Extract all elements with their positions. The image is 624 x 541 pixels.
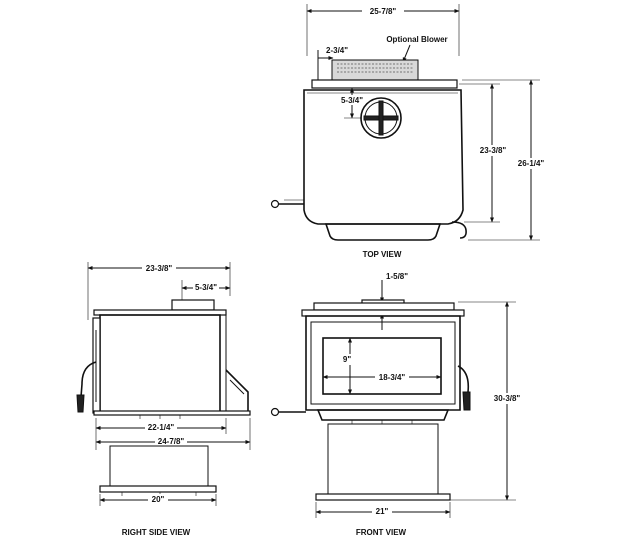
top-back-flange <box>311 79 458 89</box>
side-pedestal-base <box>99 485 217 493</box>
blower-offset-label: 2-3/4" <box>326 46 348 55</box>
front-ash-lip <box>316 409 450 421</box>
top-view: 25-7/8" Optional Blower 2-3/4" 5-3/4" <box>270 4 547 259</box>
side-flue-collar <box>171 299 215 311</box>
top-body-depth-label: 23-3/8" <box>480 146 507 155</box>
front-pedestal-base <box>315 493 451 501</box>
top-stove-body <box>303 89 464 225</box>
front-glass-height-label: 9" <box>343 355 351 364</box>
side-bottom-plate <box>93 410 251 416</box>
front-top-plate <box>313 302 455 311</box>
top-overall-width-label: 25-7/8" <box>370 7 397 16</box>
side-depth-label: 23-3/8" <box>146 264 173 273</box>
right-side-view: 23-3/8" 5-3/4" 22- <box>76 262 251 537</box>
blower-housing <box>331 59 419 83</box>
front-pedestal <box>327 423 439 495</box>
side-view-title: RIGHT SIDE VIEW <box>122 528 191 537</box>
side-body-depth-label: 22-1/4" <box>148 423 175 432</box>
blower-leader <box>402 44 411 63</box>
side-pedestal-width-label: 20" <box>152 495 165 504</box>
top-door-handle <box>451 221 467 239</box>
top-overall-depth-label: 26-1/4" <box>518 159 545 168</box>
side-overall-length-label: 24-7/8" <box>158 437 185 446</box>
side-stove-body <box>99 314 221 414</box>
side-door-handle <box>79 361 97 411</box>
optional-blower-label: Optional Blower <box>386 35 447 44</box>
front-top-surface <box>301 309 465 317</box>
front-stove-body <box>305 315 461 411</box>
front-flue-offset-label: 1-5/8" <box>386 272 408 281</box>
front-view: 1-5/8" 9" 18-3/4" <box>270 272 523 537</box>
front-glass-width-label: 18-3/4" <box>379 373 406 382</box>
front-glass <box>322 337 442 395</box>
side-flue-offset-label: 5-3/4" <box>195 283 217 292</box>
top-flue-offset-label: 5-3/4" <box>341 96 363 105</box>
front-overall-height-label: 30-3/8" <box>494 394 521 403</box>
top-view-title: TOP VIEW <box>363 250 402 259</box>
front-door-frame <box>310 321 456 405</box>
top-front-lip <box>324 223 442 241</box>
blower-grille <box>337 63 413 73</box>
side-rear-shield <box>225 369 249 413</box>
side-pedestal <box>109 445 209 487</box>
front-view-title: FRONT VIEW <box>356 528 407 537</box>
front-pedestal-width-label: 21" <box>376 507 389 516</box>
